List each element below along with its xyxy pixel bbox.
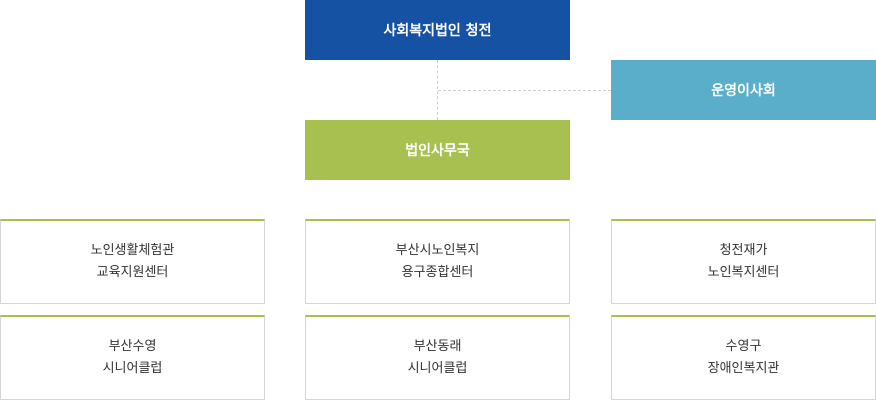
org-node-top: 사회복지법인 청전	[305, 0, 570, 60]
facility-node: 부산수영 시니어클럽	[0, 315, 265, 400]
facility-label-line1: 노인생활체험관	[90, 243, 175, 258]
facility-node: 부산시노인복지 용구종합센터	[305, 219, 570, 304]
facility-label-line1: 청전재가	[719, 243, 768, 258]
org-node-office-label: 법인사무국	[405, 143, 470, 159]
facility-label-line1: 부산수영	[108, 339, 157, 354]
facility-label-line2: 시니어클럽	[407, 361, 468, 376]
facility-label-line2: 교육지원센터	[96, 265, 169, 280]
facility-label-line1: 수영구	[725, 339, 762, 354]
org-node-office: 법인사무국	[305, 120, 570, 180]
connector-vertical	[437, 60, 438, 120]
facility-label-line2: 시니어클럽	[102, 361, 163, 376]
facility-node: 노인생활체험관 교육지원센터	[0, 219, 265, 304]
connector-horizontal	[438, 90, 611, 91]
facility-label-line1: 부산시노인복지	[395, 243, 480, 258]
facility-node: 수영구 장애인복지관	[611, 315, 876, 400]
facility-label-line2: 장애인복지관	[707, 361, 780, 376]
facility-node: 부산동래 시니어클럽	[305, 315, 570, 400]
org-node-board-label: 운영이사회	[711, 83, 776, 99]
facility-label-line1: 부산동래	[413, 339, 462, 354]
facility-label-line2: 용구종합센터	[401, 265, 474, 280]
facility-node: 청전재가 노인복지센터	[611, 219, 876, 304]
org-node-board: 운영이사회	[611, 60, 876, 120]
org-node-top-label: 사회복지법인 청전	[383, 23, 492, 39]
facility-label-line2: 노인복지센터	[707, 265, 780, 280]
